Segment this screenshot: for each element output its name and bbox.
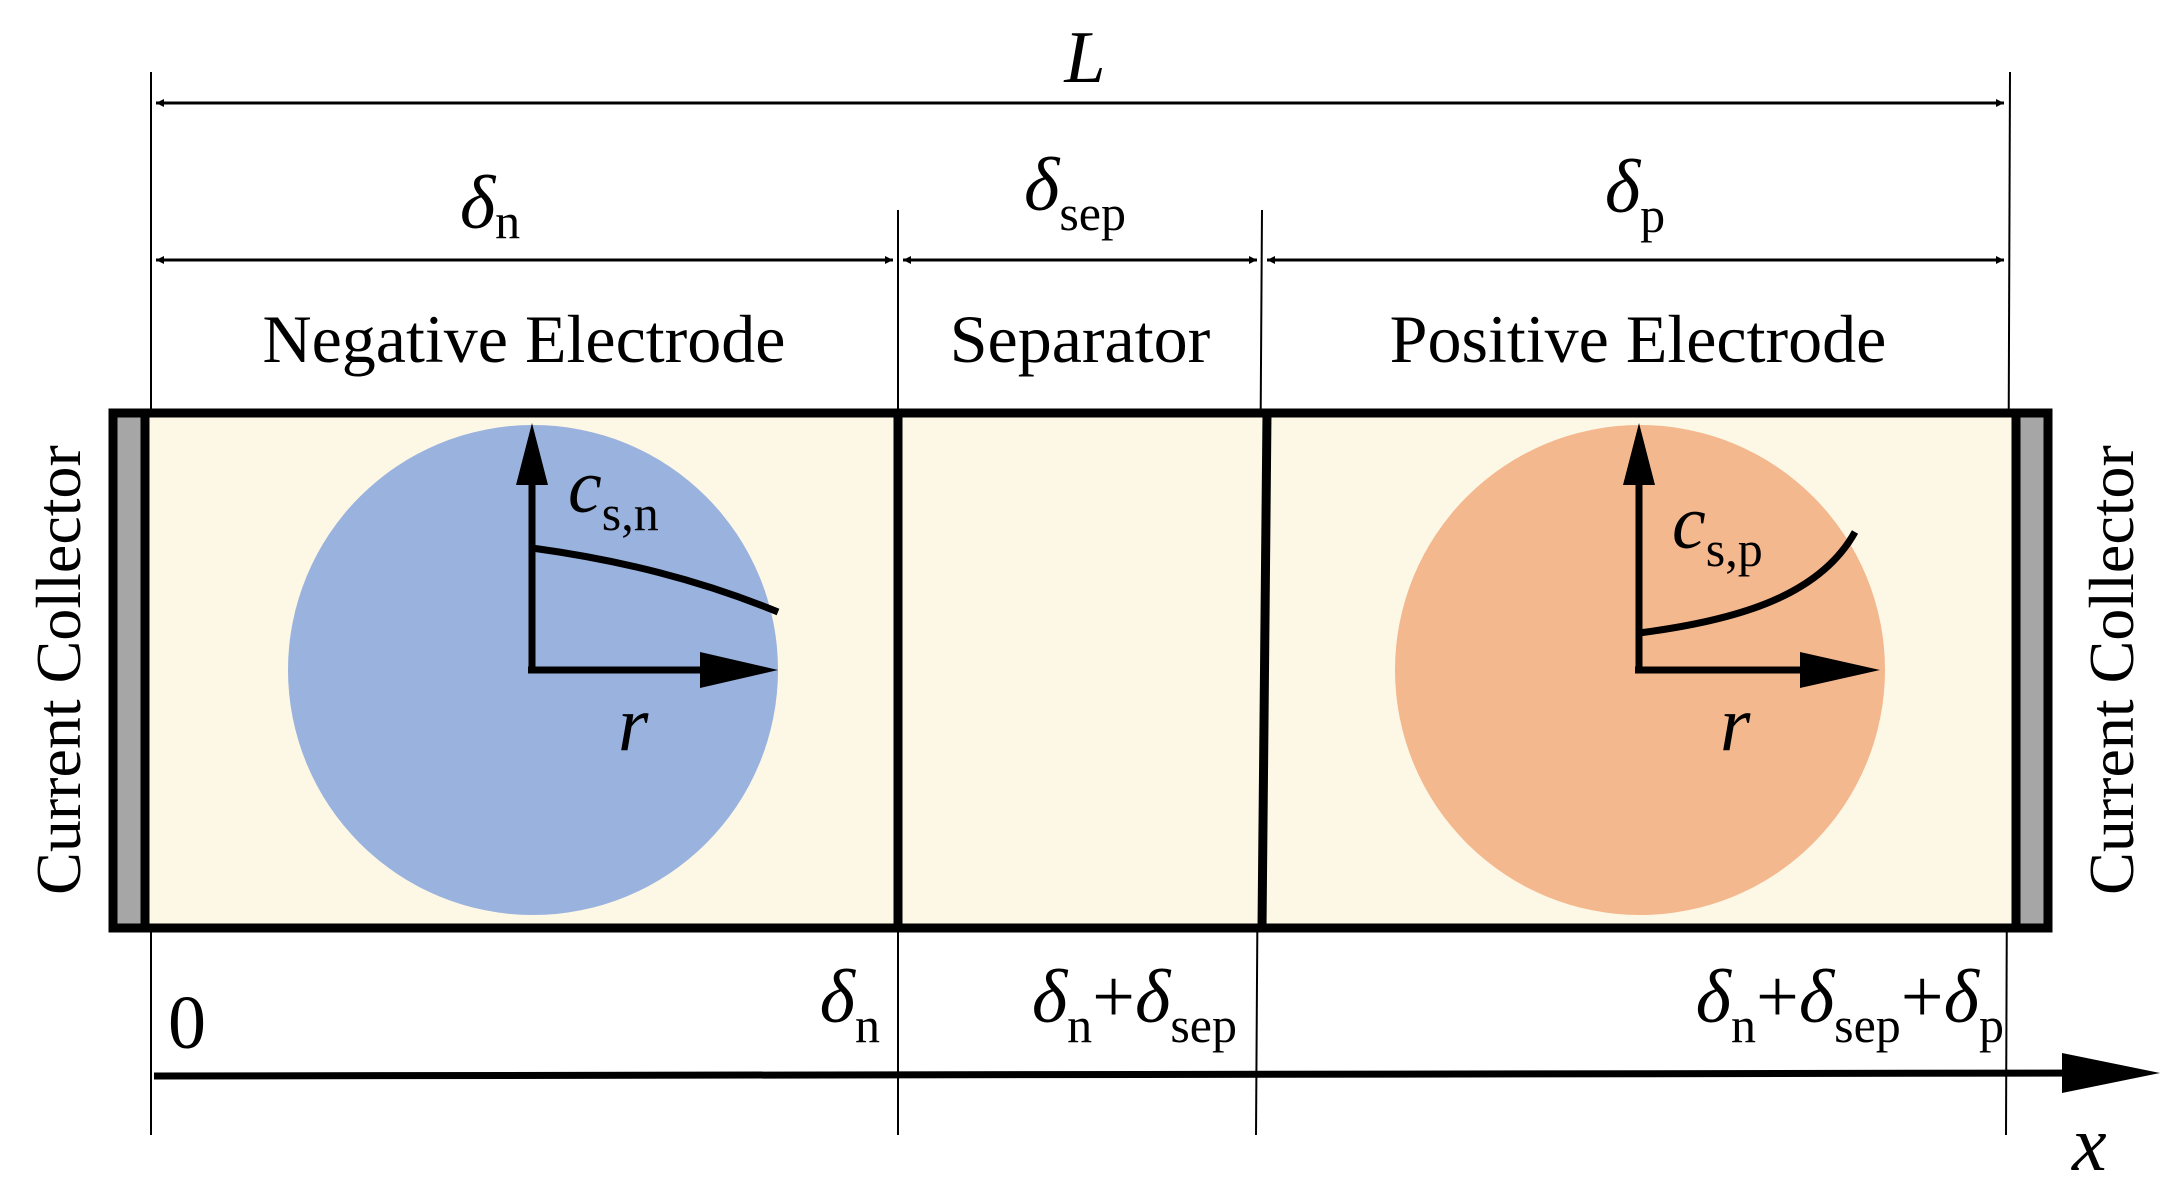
positive-particle-axes (1635, 448, 1859, 674)
x-axis-line (153, 1069, 2101, 1080)
negative-width-label: δn (460, 161, 520, 249)
separator-label: Separator (950, 301, 1211, 377)
x-axis-label: x (2071, 1100, 2107, 1187)
positive-radial-label: r (1720, 680, 1751, 767)
positive-conc-profile (1638, 530, 1859, 637)
negative-electrode-label: Negative Electrode (263, 301, 786, 377)
positive-width-label: δp (1605, 145, 1665, 243)
dimension-arrows (156, 99, 2004, 264)
right-collector-label: Current Collector (2076, 445, 2147, 895)
cell-border (108, 408, 2053, 933)
negative-conc-label: cs,n (568, 445, 659, 541)
positive-conc-label: cs,p (1672, 481, 1763, 577)
negative-conc-axis-arrowhead (516, 423, 548, 485)
negative-conc-profile (531, 544, 780, 616)
left-current-collector (110, 410, 148, 931)
separator-width-label: δsep (1024, 143, 1126, 241)
negative-radial-label: r (618, 680, 649, 767)
left-collector-label: Current Collector (23, 445, 94, 895)
right-current-collector (2013, 410, 2051, 931)
positive-electrode-label: Positive Electrode (1390, 301, 1887, 377)
x-pos-separator-end: δn+δsep (1032, 955, 1237, 1053)
positive-conc-axis-arrowhead (1623, 423, 1655, 485)
cell-outline (108, 408, 2053, 933)
negative-radial-axis-arrowhead (700, 652, 778, 688)
x-pos-negative-end: δn (820, 955, 880, 1053)
positive-radial-axis-arrowhead (1800, 652, 1880, 688)
x-origin-label: 0 (168, 981, 206, 1065)
negative-particle-axes (528, 448, 780, 674)
total-length-label: L (1063, 17, 1105, 99)
x-axis-arrowhead (2062, 1053, 2160, 1093)
separator-right-boundary (1257, 412, 1272, 929)
x-pos-positive-end: δn+δsep+δp (1696, 955, 2004, 1053)
